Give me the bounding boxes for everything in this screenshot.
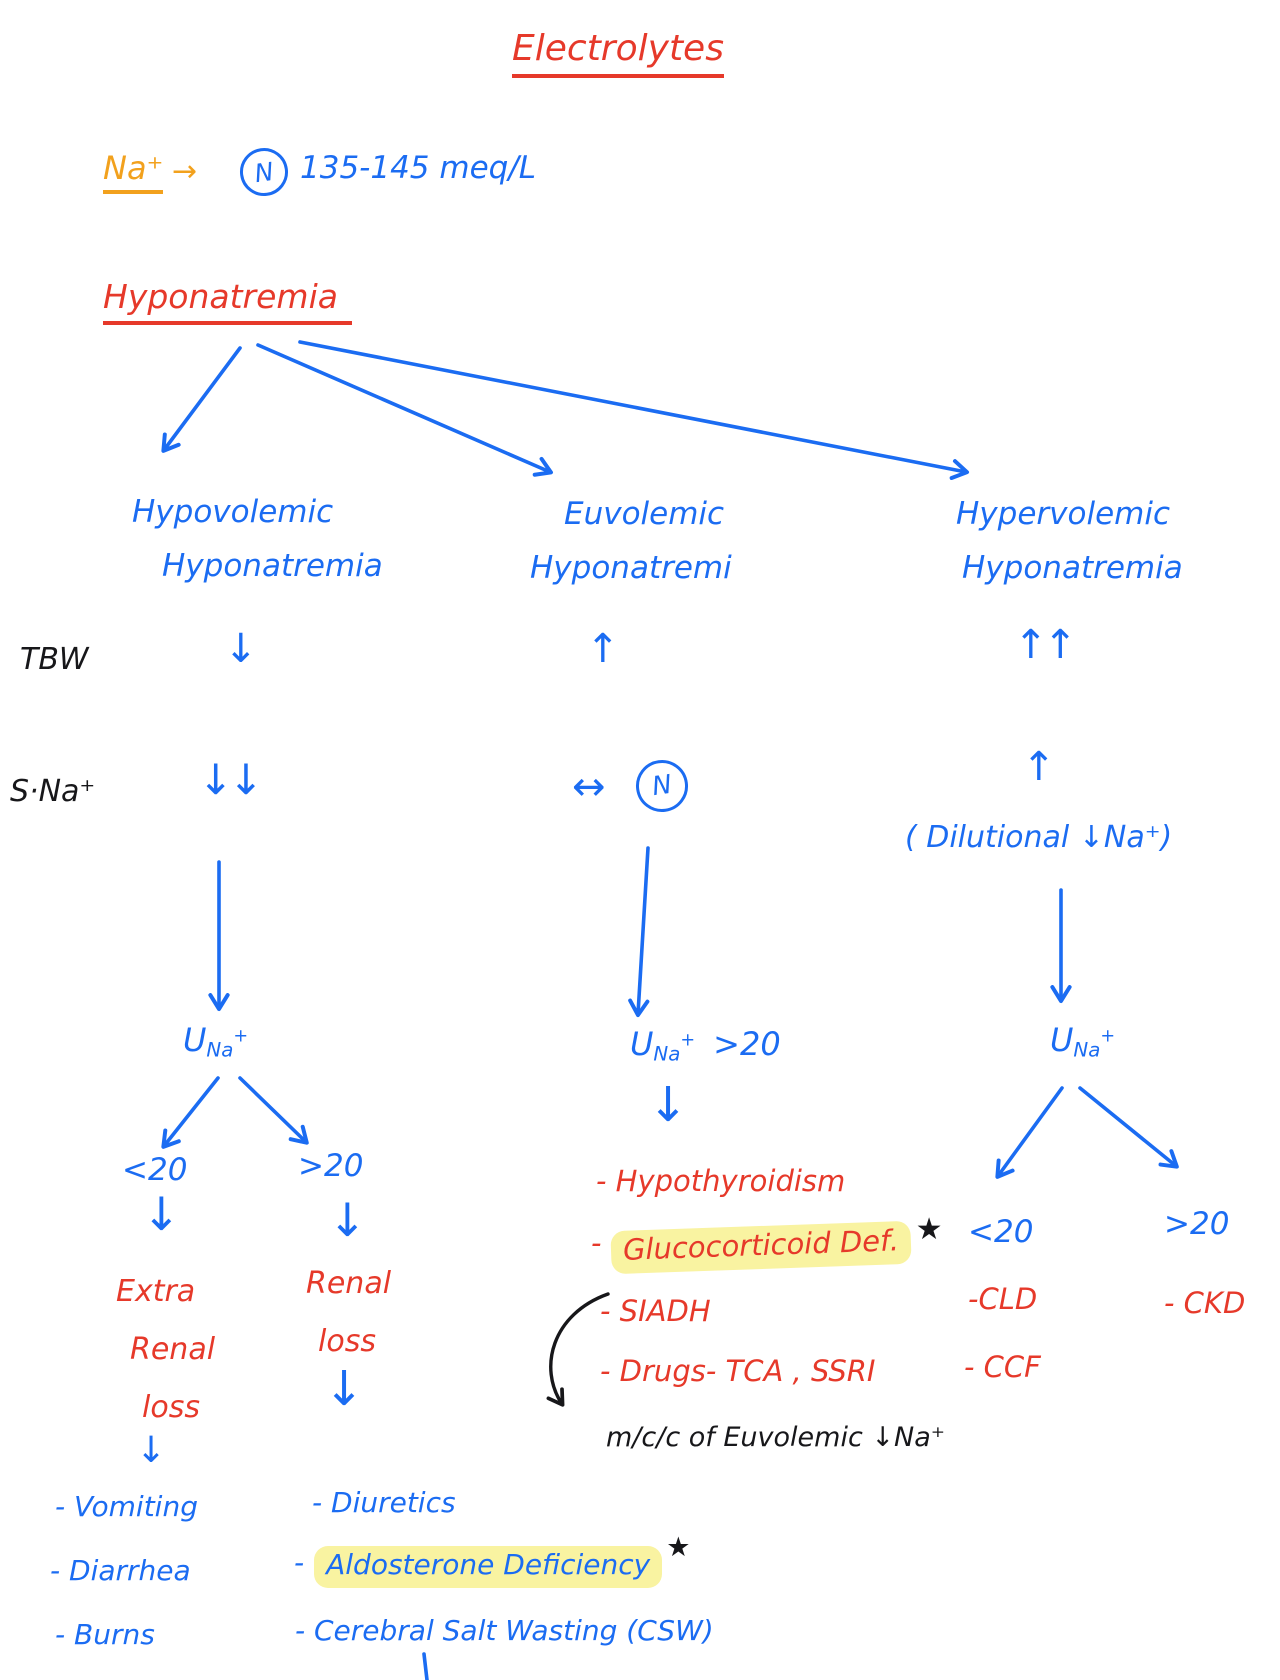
- dilutional-note: ( Dilutional ↓Na⁺): [905, 820, 1173, 855]
- glucocorticoid-highlight: Glucocorticoid Def.: [610, 1220, 913, 1275]
- cause-diarrhea: - Diarrhea: [50, 1554, 191, 1587]
- extra-renal-loss-line2: Renal: [130, 1332, 216, 1367]
- una-sub: Na: [206, 1038, 234, 1062]
- right-lt20-value: <20: [968, 1214, 1034, 1250]
- down-arrow-renal: ↓: [324, 1361, 365, 1417]
- star-icon: ★: [915, 1212, 943, 1247]
- left-lt20-value: <20: [122, 1152, 188, 1188]
- renal-loss-line2: loss: [318, 1324, 376, 1359]
- una-sup: +: [233, 1026, 249, 1047]
- bullet-dash: -: [591, 1226, 602, 1260]
- sna-double-down-arrow-hypovolemic: ↓↓: [198, 755, 263, 804]
- arrow-una-to-gt20-left: [238, 1076, 309, 1145]
- root-node-hyponatremia: Hyponatremia: [103, 279, 352, 325]
- hypovolemic-title-line2: Hyponatremia: [162, 548, 383, 584]
- right-gt20-value: >20: [1164, 1206, 1230, 1242]
- extra-renal-loss-line3: loss: [142, 1390, 200, 1425]
- normal-symbol: N: [252, 156, 276, 188]
- una-u: U: [1050, 1021, 1074, 1059]
- page-title: Electrolytes: [512, 30, 724, 78]
- urine-na-node-middle: UNa+ >20: [630, 1025, 781, 1066]
- arrow-una-to-gt20-right: [1078, 1086, 1179, 1169]
- euvolemic-title-line2: Hyponatremi: [530, 550, 732, 586]
- arrow-una-to-lt20-left: [161, 1076, 220, 1149]
- arrow-root-to-hypovolemic: [161, 346, 242, 453]
- down-arrow-gt20: ↓: [328, 1193, 367, 1247]
- sna-up-arrow-hypervolemic: ↑: [1022, 744, 1056, 790]
- tbw-double-up-arrow-hypervolemic: ↑↑: [1014, 622, 1077, 668]
- arrow-una-to-lt20-right: [995, 1086, 1064, 1179]
- extra-renal-loss-line1: Extra: [116, 1274, 196, 1309]
- normal-circle-icon: N: [236, 144, 292, 200]
- una-u: U: [183, 1021, 207, 1059]
- bullet-dash: -: [294, 1546, 305, 1579]
- aldosterone-highlight: Aldosterone Deficiency: [314, 1546, 663, 1588]
- mcc-note: m/c/c of Euvolemic ↓Na⁺: [606, 1422, 946, 1453]
- arrow-euvolemic-to-una: [628, 846, 650, 1018]
- sna-leftright-arrow-euvolemic: ↔: [572, 764, 606, 810]
- left-gt20-value: >20: [298, 1148, 364, 1184]
- renal-loss-line1: Renal: [306, 1266, 392, 1301]
- down-arrow-euvolemic-causes: ↓: [648, 1077, 689, 1133]
- arrow-root-to-hypervolemic: [298, 340, 970, 480]
- cause-hypothyroidism: - Hypothyroidism: [596, 1164, 846, 1198]
- normal-symbol-euvolemic: N: [650, 769, 674, 803]
- serum-sodium-row-label: S·Na⁺: [10, 774, 96, 809]
- una-sub: Na: [1073, 1038, 1101, 1062]
- una-sup: +: [1100, 1026, 1116, 1047]
- cause-siadh: - SIADH: [600, 1294, 711, 1328]
- star-icon: ★: [666, 1532, 691, 1563]
- right-arrow-icon: →: [172, 154, 198, 189]
- una-sup: +: [680, 1030, 696, 1051]
- cause-glucocorticoid-def: - Glucocorticoid Def. ★: [591, 1212, 942, 1275]
- cause-cld: -CLD: [968, 1282, 1038, 1316]
- normal-circle-icon-euvolemic: N: [632, 756, 692, 816]
- tbw-up-arrow-euvolemic: ↑: [586, 626, 620, 672]
- urine-na-node-right: UNa+: [1050, 1021, 1116, 1062]
- stroke-below-csw: [422, 1652, 429, 1680]
- cause-ccf: - CCF: [964, 1350, 1041, 1384]
- cause-cerebral-salt-wasting: - Cerebral Salt Wasting (CSW): [295, 1614, 714, 1647]
- sodium-normal-range: 135-145 meq/L: [300, 150, 537, 186]
- arrow-root-to-euvolemic: [256, 343, 553, 477]
- down-arrow-lt20: ↓: [142, 1187, 181, 1241]
- una-u: U: [630, 1025, 654, 1063]
- una-value: >20: [713, 1025, 781, 1063]
- sodium-label: Na⁺: [103, 151, 164, 194]
- hypovolemic-title-line1: Hypovolemic: [132, 494, 334, 530]
- tbw-row-label: TBW: [20, 642, 89, 677]
- hypervolemic-title-line2: Hyponatremia: [962, 550, 1183, 586]
- down-arrow-extra-renal: ↓: [136, 1430, 167, 1471]
- cause-diuretics: - Diuretics: [312, 1486, 456, 1519]
- cause-vomiting: - Vomiting: [55, 1490, 198, 1523]
- cause-ckd: - CKD: [1164, 1286, 1246, 1320]
- tbw-down-arrow-hypovolemic: ↓: [224, 626, 258, 672]
- urine-na-node-left: UNa+: [183, 1021, 249, 1062]
- una-sub: Na: [653, 1042, 681, 1066]
- euvolemic-title-line1: Euvolemic: [564, 496, 725, 532]
- cause-drugs-tca-ssri: - Drugs- TCA , SSRI: [600, 1354, 876, 1388]
- cause-burns: - Burns: [55, 1618, 155, 1651]
- hypervolemic-title-line1: Hypervolemic: [956, 496, 1171, 532]
- cause-aldosterone-deficiency: - Aldosterone Deficiency ★: [294, 1532, 690, 1588]
